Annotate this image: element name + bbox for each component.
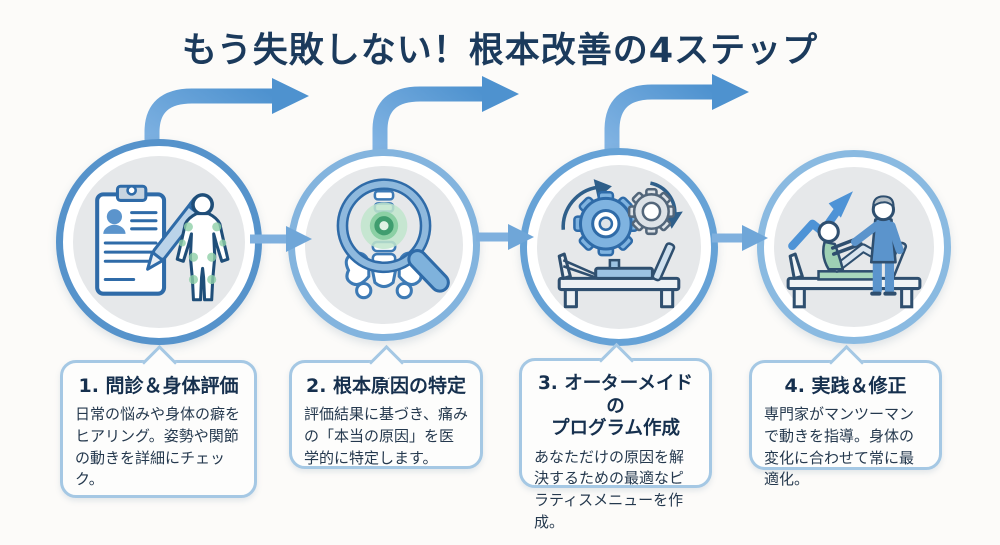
page-title: もう失敗しない！根本改善の4ステップ (181, 31, 819, 71)
step-3-description: あなただけの原因を解決するための最適なピラティスメニューを作成。 (534, 447, 685, 531)
step-2-description: 評価結果に基づき、痛みの「本当の原因」を医学的に特定します。 (304, 405, 468, 467)
step-1-description: 日常の悩みや身体の癖をヒアリング。姿勢や関節の動きを詳細にチェック。 (75, 405, 241, 489)
step-3-box: 3. オーダーメイドの プログラム作成 あなただけの原因を解決するための最適なピ… (519, 342, 712, 531)
step-2-heading: 2. 根本原因の特定 (305, 375, 467, 397)
step-1-box: 1. 問診＆身体評価 日常の悩みや身体の癖をヒアリング。姿勢や関節の動きを詳細に… (60, 344, 257, 498)
step-4-box: 4. 実践＆修正 専門家がマンツーマンで動きを指導。身体の変化に合わせて常に最適… (749, 344, 942, 488)
trainer-client-progress-icon (786, 191, 922, 309)
clipboard-body-assessment-icon (95, 184, 230, 302)
gears-reformer-icon (557, 179, 683, 309)
magnifier-spine-icon (336, 178, 450, 300)
step-4-circle (757, 150, 951, 344)
step-1-icon-backdrop (73, 156, 245, 328)
step-4-description: 専門家がマンツーマンで動きを指導。身体の変化に合わせて常に最適化。 (764, 405, 915, 489)
step-3-icon-backdrop (537, 165, 701, 329)
step-3-heading: 3. オーダーメイドの プログラム作成 (537, 373, 694, 440)
step-2-circle (288, 149, 480, 341)
step-4-heading: 4. 実践＆修正 (784, 375, 907, 397)
step-3-circle (520, 148, 718, 346)
step-1-heading: 1. 問診＆身体評価 (78, 375, 239, 397)
step-2-box: 2. 根本原因の特定 評価結果に基づき、痛みの「本当の原因」を医学的に特定します… (289, 344, 483, 469)
step-1-circle (56, 139, 262, 345)
step-4-icon-backdrop (774, 167, 934, 327)
step-2-icon-backdrop (305, 166, 463, 324)
